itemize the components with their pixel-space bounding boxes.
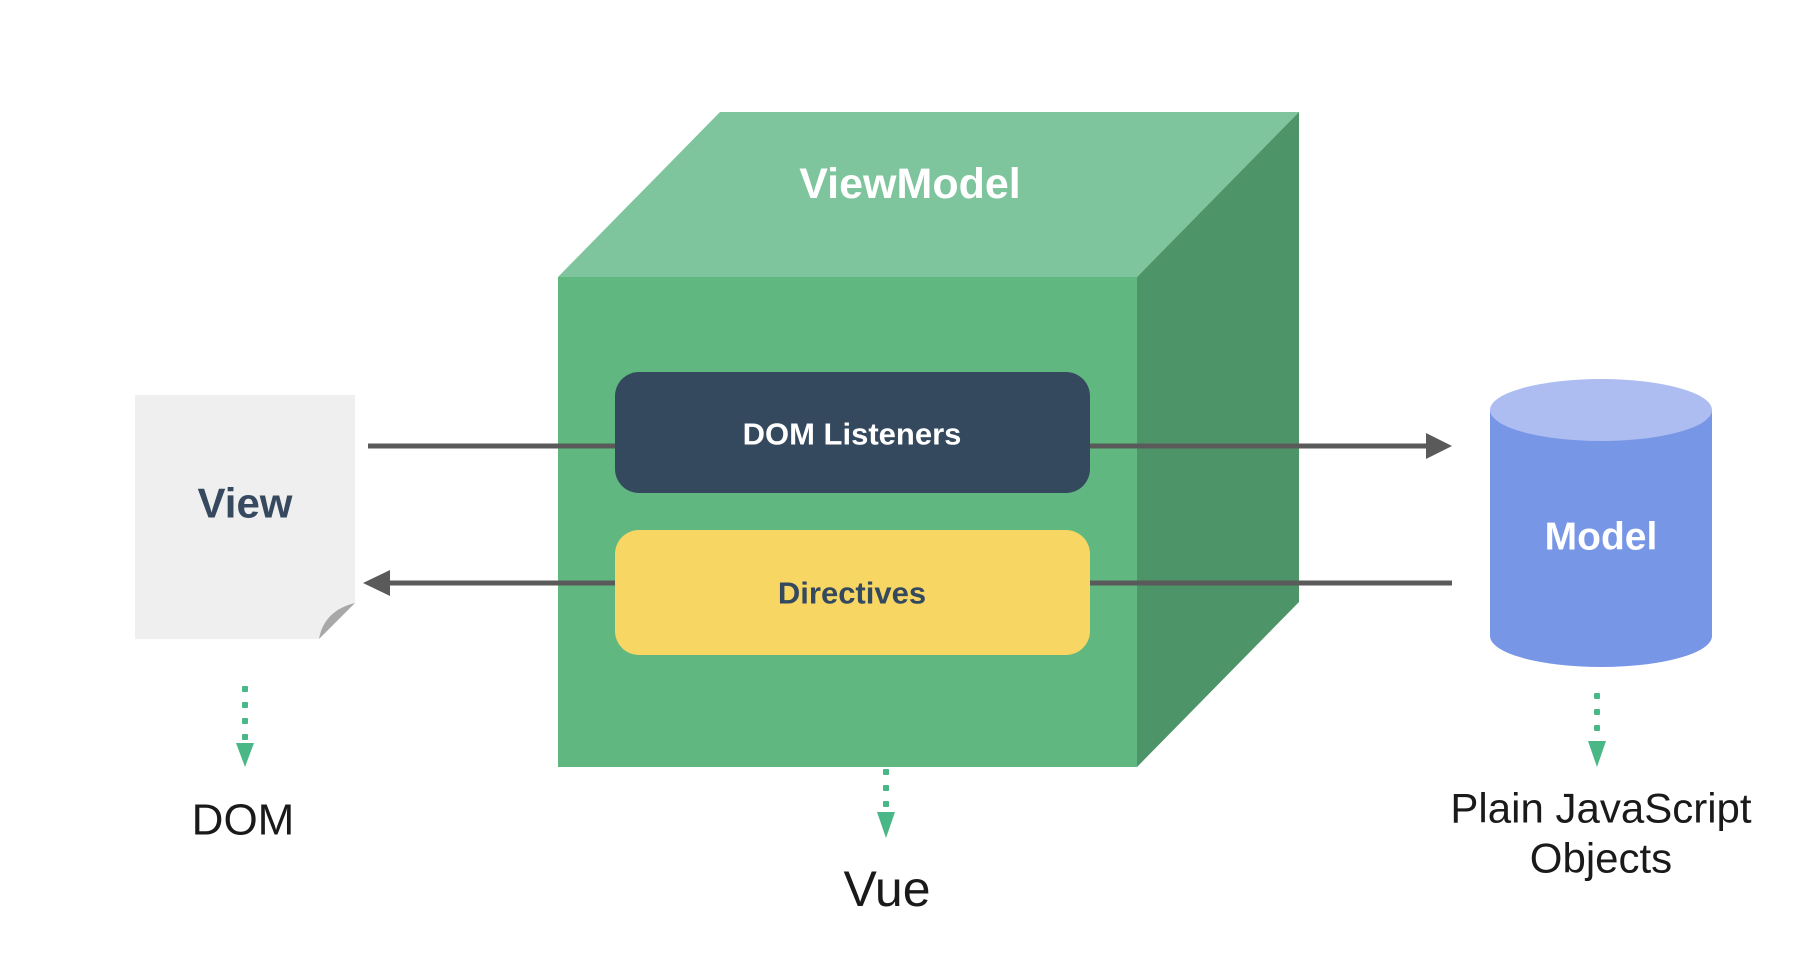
- model-to-objects-dotted-arrow: [1588, 693, 1606, 767]
- viewmodel-top-face: [558, 112, 1299, 277]
- view-document-shape: [135, 395, 355, 639]
- plain-js-annotation-line2: Objects: [1530, 835, 1672, 882]
- dot: [242, 686, 248, 692]
- dot: [1594, 725, 1600, 731]
- dot: [1594, 693, 1600, 699]
- directives-bar: Directives: [615, 530, 1090, 655]
- view-document: View: [135, 395, 355, 639]
- model-cylinder-top: [1490, 379, 1712, 441]
- dot: [242, 702, 248, 708]
- directives-label: Directives: [778, 576, 926, 611]
- viewmodel-front-face: [558, 277, 1137, 767]
- view-to-dom-dotted-arrow: [236, 686, 254, 767]
- dom-annotation: DOM: [192, 796, 295, 845]
- dot: [1594, 709, 1600, 715]
- viewmodel-right-face: [1137, 112, 1299, 767]
- dot: [242, 718, 248, 724]
- view-to-dom-arrow-head: [236, 743, 254, 767]
- dom-listeners-arrow-head: [1426, 433, 1452, 459]
- viewmodel-box: ViewModel: [558, 112, 1299, 767]
- model-cylinder: Model: [1490, 379, 1712, 667]
- model-to-objects-arrow-head: [1588, 741, 1606, 767]
- view-label: View: [198, 480, 293, 527]
- dom-listeners-rect: [615, 372, 1090, 493]
- dot: [883, 801, 889, 807]
- dot: [883, 785, 889, 791]
- viewmodel-label: ViewModel: [799, 160, 1020, 208]
- plain-js-annotation-line1: Plain JavaScript: [1450, 785, 1751, 832]
- dom-listeners-bar: DOM Listeners: [615, 372, 1090, 493]
- model-cylinder-body: [1490, 410, 1712, 667]
- directives-arrow-head: [363, 570, 390, 596]
- view-document-fold: [319, 603, 355, 639]
- viewmodel-to-vue-dotted-arrow: [877, 769, 895, 838]
- dom-listeners-label: DOM Listeners: [743, 417, 962, 452]
- dot: [883, 769, 889, 775]
- dot: [242, 734, 248, 740]
- vue-annotation: Vue: [843, 861, 930, 917]
- model-label: Model: [1545, 516, 1658, 559]
- viewmodel-to-vue-arrow-head: [877, 812, 895, 838]
- directives-rect: [615, 530, 1090, 655]
